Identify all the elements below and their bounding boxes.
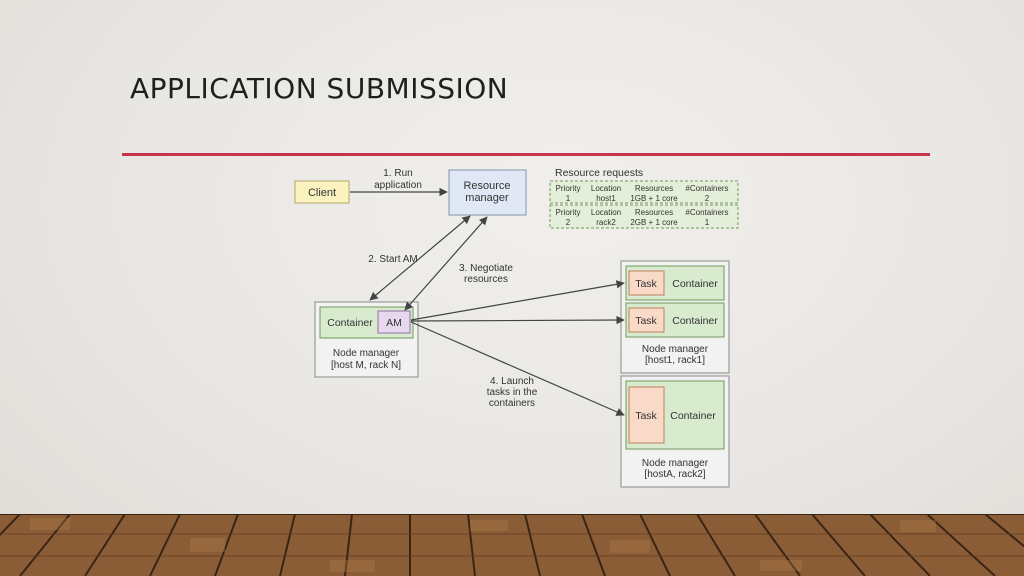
step3-label-line2: resources: [464, 274, 508, 285]
nm-hosta-line1: Node manager: [642, 458, 709, 469]
req2-containers: 1: [705, 218, 710, 227]
req2-header-priority: Priority: [556, 208, 581, 217]
req2-header-location: Location: [591, 208, 621, 217]
req1-header-containers: #Containers: [685, 184, 728, 193]
req1-priority: 1: [566, 194, 571, 203]
request-row-1: [549, 180, 739, 204]
req1-header-resources: Resources: [635, 184, 673, 193]
step1-label-line1: 1. Run: [383, 168, 412, 179]
req1-location: host1: [596, 194, 616, 203]
host1-task-1: [628, 270, 665, 296]
arrow-launch-task-1: [410, 280, 625, 321]
step4-label-line3: containers: [489, 398, 535, 409]
resource-manager-box: [448, 169, 527, 216]
req2-header-resources: Resources: [635, 208, 673, 217]
nm-host1-line1: Node manager: [642, 344, 709, 355]
nm-hostm-line1: Node manager: [333, 348, 400, 359]
req2-priority: 2: [566, 218, 571, 227]
hosta-task: [628, 386, 665, 444]
step4-label-line1: 4. Launch: [490, 376, 534, 387]
req1-header-location: Location: [591, 184, 621, 193]
step3-label-line1: 3. Negotiate: [459, 263, 513, 274]
rm-label-line2: manager: [465, 192, 509, 204]
wood-planks: [0, 514, 1024, 576]
req1-header-priority: Priority: [556, 184, 581, 193]
host1-task-2-label: Task: [635, 315, 657, 327]
req2-resources: 2GB + 1 core: [630, 218, 678, 227]
arrow-launch-task-3: [410, 321, 625, 416]
nm-hostm-line2: [host M, rack N]: [331, 360, 401, 371]
step1-label-line2: application: [374, 180, 422, 191]
req1-containers: 2: [705, 194, 710, 203]
host1-task-2: [628, 307, 665, 333]
req1-resources: 1GB + 1 core: [630, 194, 678, 203]
hosta-container-label: Container: [670, 410, 716, 422]
wood-floor: [0, 514, 1024, 576]
rm-label-line1: Resource: [463, 180, 510, 192]
arrow-launch-task-2: [410, 315, 625, 325]
host1-container-2-label: Container: [672, 315, 718, 327]
am-label: AM: [386, 317, 402, 329]
host1-task-1-label: Task: [635, 278, 657, 290]
am-container-label: Container: [327, 317, 373, 329]
am-box: [377, 310, 411, 334]
host1-container-1-label: Container: [672, 278, 718, 290]
req2-header-containers: #Containers: [685, 208, 728, 217]
nm-host1-line2: [host1, rack1]: [645, 355, 705, 366]
nm-hosta-line2: [hostA, rack2]: [644, 469, 705, 480]
client-label: Client: [308, 187, 336, 199]
req2-location: rack2: [596, 218, 616, 227]
step2-label: 2. Start AM: [368, 254, 417, 265]
step4-label-line2: tasks in the: [487, 387, 538, 398]
arrow-negotiate-resources: [404, 216, 488, 311]
slide-title: APPLICATION SUBMISSION: [130, 72, 509, 105]
request-row-2: [549, 204, 739, 229]
client-box: [294, 180, 350, 204]
hosta-task-label: Task: [635, 410, 657, 422]
resource-requests-title: Resource requests: [555, 167, 643, 179]
title-divider: [122, 153, 930, 156]
